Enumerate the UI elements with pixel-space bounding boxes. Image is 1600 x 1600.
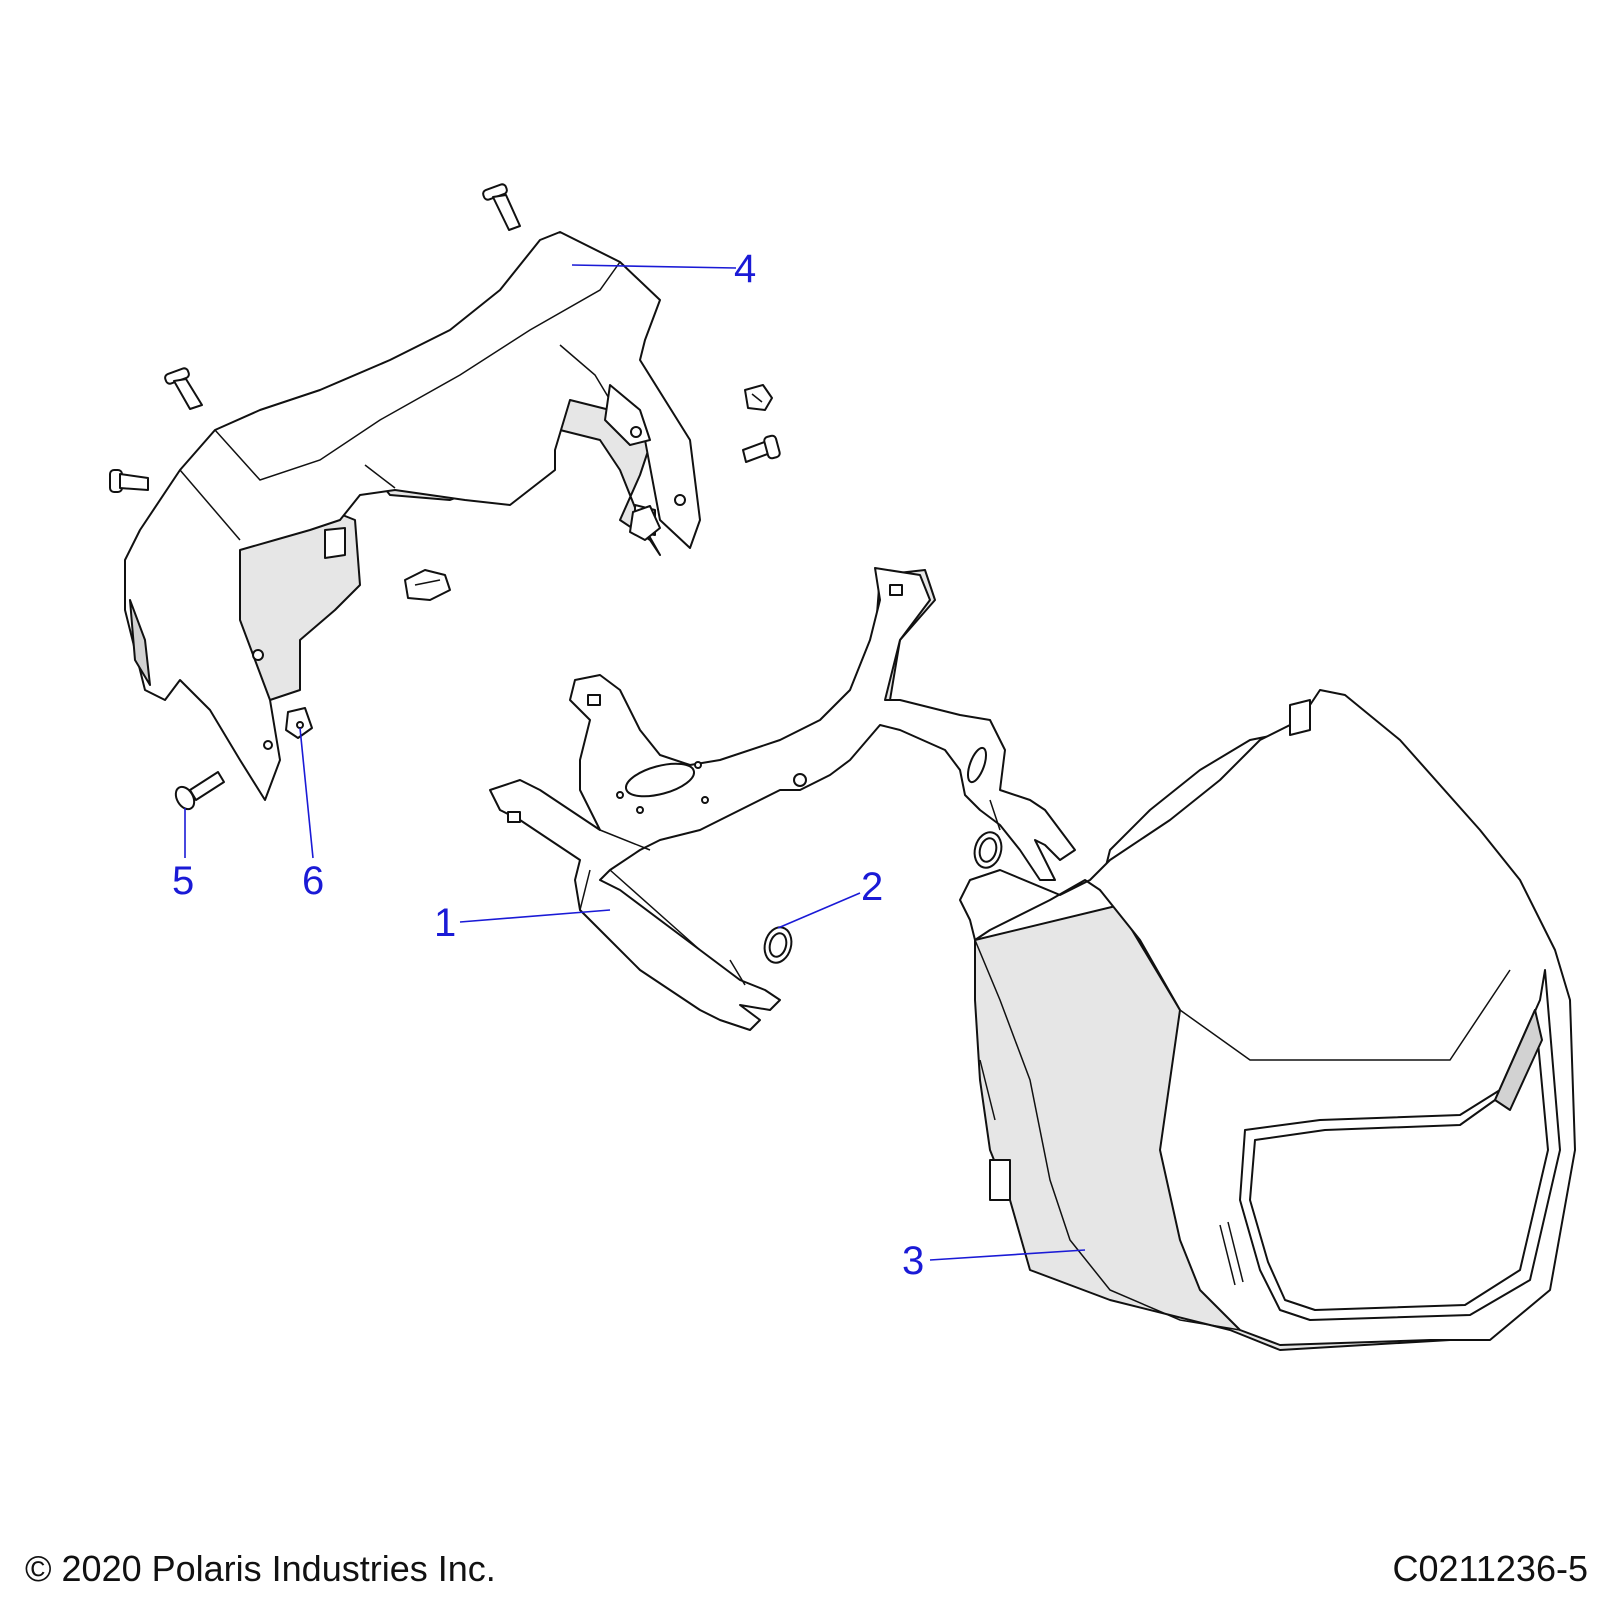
part-1-bracket [489,567,1076,1031]
part-2-grommet [763,926,793,964]
leader-2 [777,892,861,929]
part-6-clip-nut [285,707,313,739]
grommet-upper [973,831,1003,869]
callout-5: 5 [172,859,194,903]
callout-1: 1 [434,901,456,945]
clip-right-top [744,384,773,411]
leader-6 [299,727,314,859]
part-3-headlight-housing [959,689,1576,1351]
diagram-code: C0211236-5 [1392,1548,1589,1589]
callout-6: 6 [302,859,324,903]
clip-right-mid [629,505,661,541]
leader-3 [929,1249,1086,1261]
screw-right [742,434,781,463]
screw-top-center [482,183,521,231]
leader-1 [459,909,611,923]
callout-3: 3 [902,1239,924,1283]
callout-2: 2 [861,865,883,909]
part-5-screw [174,771,225,811]
part-4-upper-shroud [124,231,701,801]
clip-center [404,569,451,601]
leader-4 [571,264,737,269]
screw-top-left [164,367,203,410]
screw-left [109,469,149,493]
copyright-text: © 2020 Polaris Industries Inc. [25,1548,496,1589]
callout-4: 4 [734,247,756,291]
